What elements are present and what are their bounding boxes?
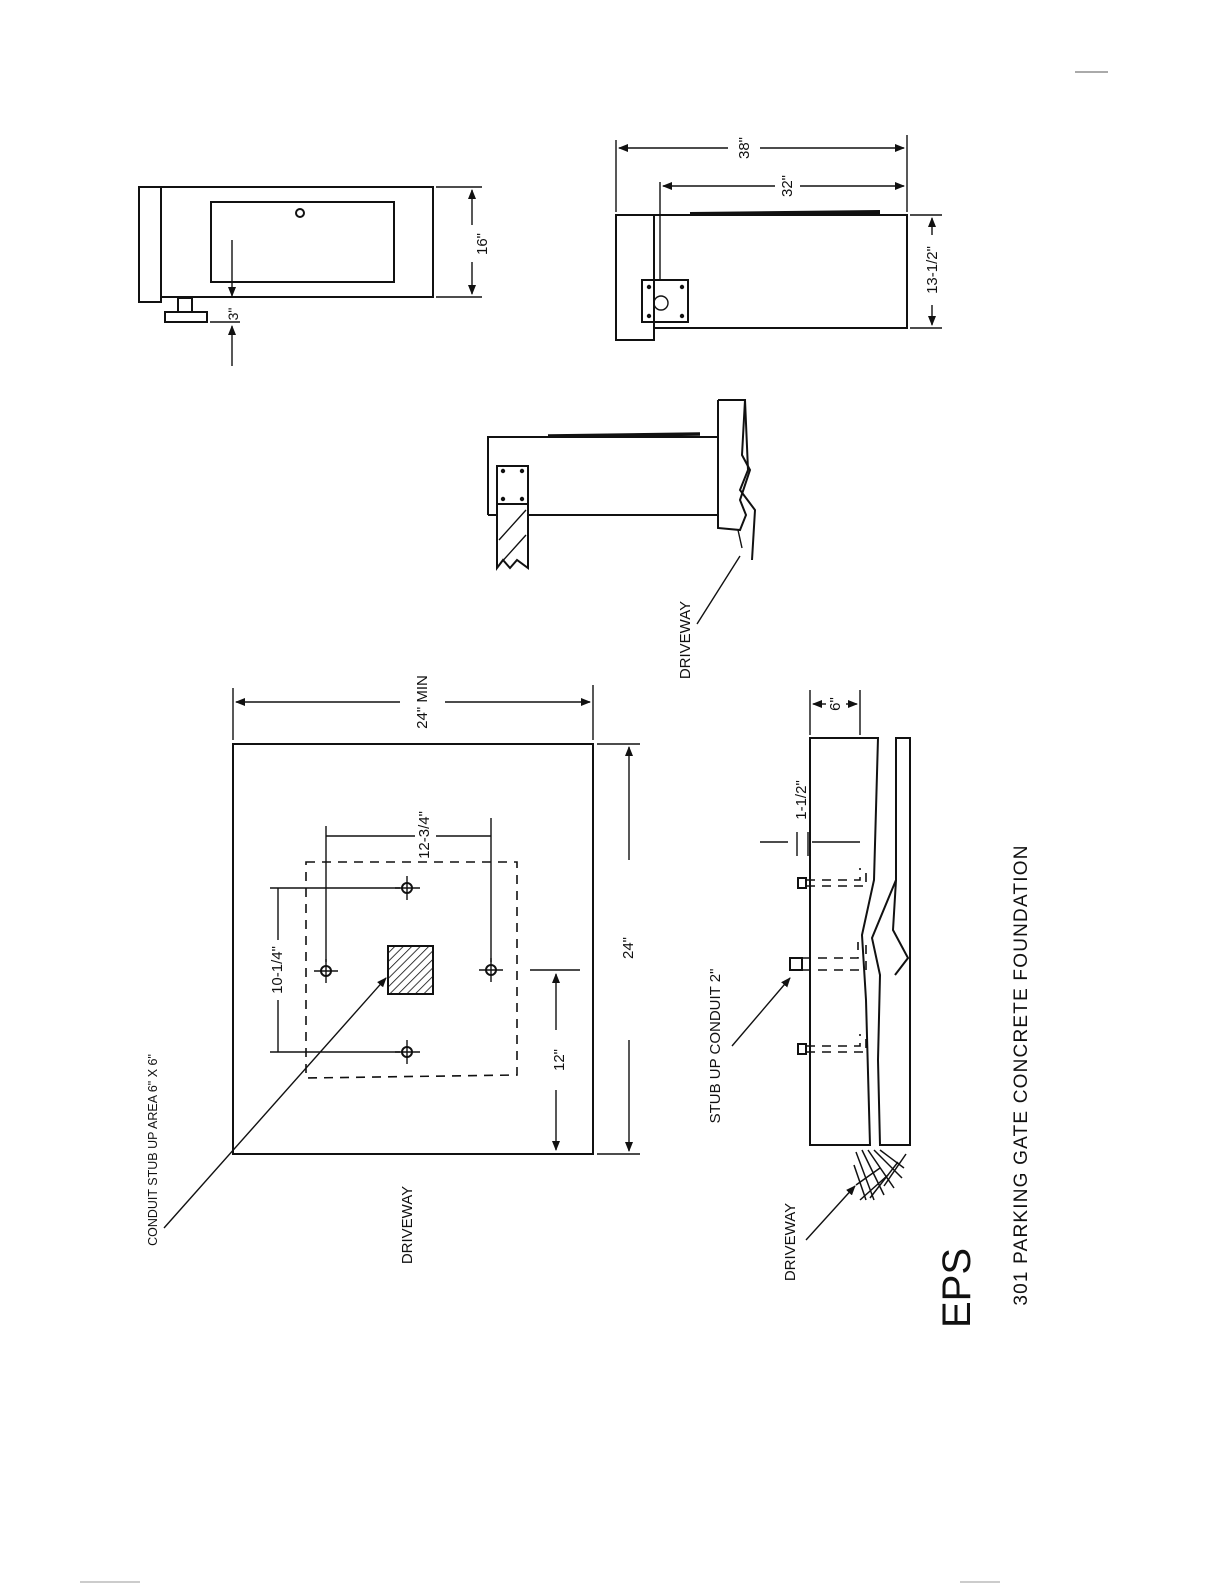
stub-up-conduit-label: STUB UP CONDUIT 2"	[707, 969, 724, 1124]
dim-label-32: 32"	[779, 175, 796, 197]
dim-label-13-1-2: 13-1/2"	[924, 246, 941, 294]
section-bolt-top	[798, 868, 866, 888]
elevation-arm	[548, 434, 700, 436]
housing-end-cap	[139, 187, 161, 302]
section-view: 6" 1-1/2" STUB UP CONDUIT 2" DRIVEWAY	[707, 690, 910, 1281]
arm-bar	[690, 212, 880, 214]
plan-driveway-label: DRIVEWAY	[399, 1186, 416, 1264]
section-driveway-label: DRIVEWAY	[782, 1203, 799, 1281]
plan-view: 24" MIN 12-3/4" 10-1/4" 12" 24" CONDUIT …	[146, 675, 640, 1264]
conduit-label: CONDUIT STUB UP AREA 6" X 6"	[146, 1054, 160, 1246]
dim-label-38: 38"	[736, 137, 753, 159]
ground-hatch	[854, 1150, 906, 1200]
access-panel	[211, 202, 394, 282]
driveway-layer	[872, 738, 910, 1145]
side-view: 38" 32" 13-1/2"	[616, 135, 942, 340]
brand-logo: EPS	[935, 1248, 979, 1328]
side-body	[654, 215, 907, 328]
dim-label-1-1-2: 1-1/2"	[793, 780, 810, 820]
housing-body	[161, 187, 433, 297]
elevation-driveway-label: DRIVEWAY	[677, 601, 694, 679]
top-view: 16" 3"	[139, 187, 491, 366]
dim-label-12: 12"	[551, 1049, 568, 1071]
drawing-title: 301 PARKING GATE CONCRETE FOUNDATION	[1011, 844, 1032, 1305]
conduit-leader	[164, 978, 386, 1228]
section-bolt-bottom	[798, 1034, 866, 1054]
dim-label-24: 24"	[620, 937, 637, 959]
dim-label-12-3-4: 12-3/4"	[416, 811, 433, 859]
section-slab	[810, 738, 878, 1145]
dim-label-16: 16"	[474, 233, 491, 255]
lock-hole	[296, 209, 304, 217]
dim-label-24-min: 24" MIN	[414, 675, 431, 729]
section-conduit-stub	[790, 942, 866, 970]
base-plate	[165, 312, 207, 322]
elevation-view: DRIVEWAY	[488, 400, 755, 679]
dim-label-10-1-4: 10-1/4"	[269, 946, 286, 994]
conduit-stub-area	[388, 946, 433, 994]
base-stem	[178, 298, 192, 312]
dim-label-3: 3"	[225, 308, 241, 321]
anchor-bolt-left	[314, 959, 338, 983]
dim-label-6: 6"	[827, 697, 844, 711]
